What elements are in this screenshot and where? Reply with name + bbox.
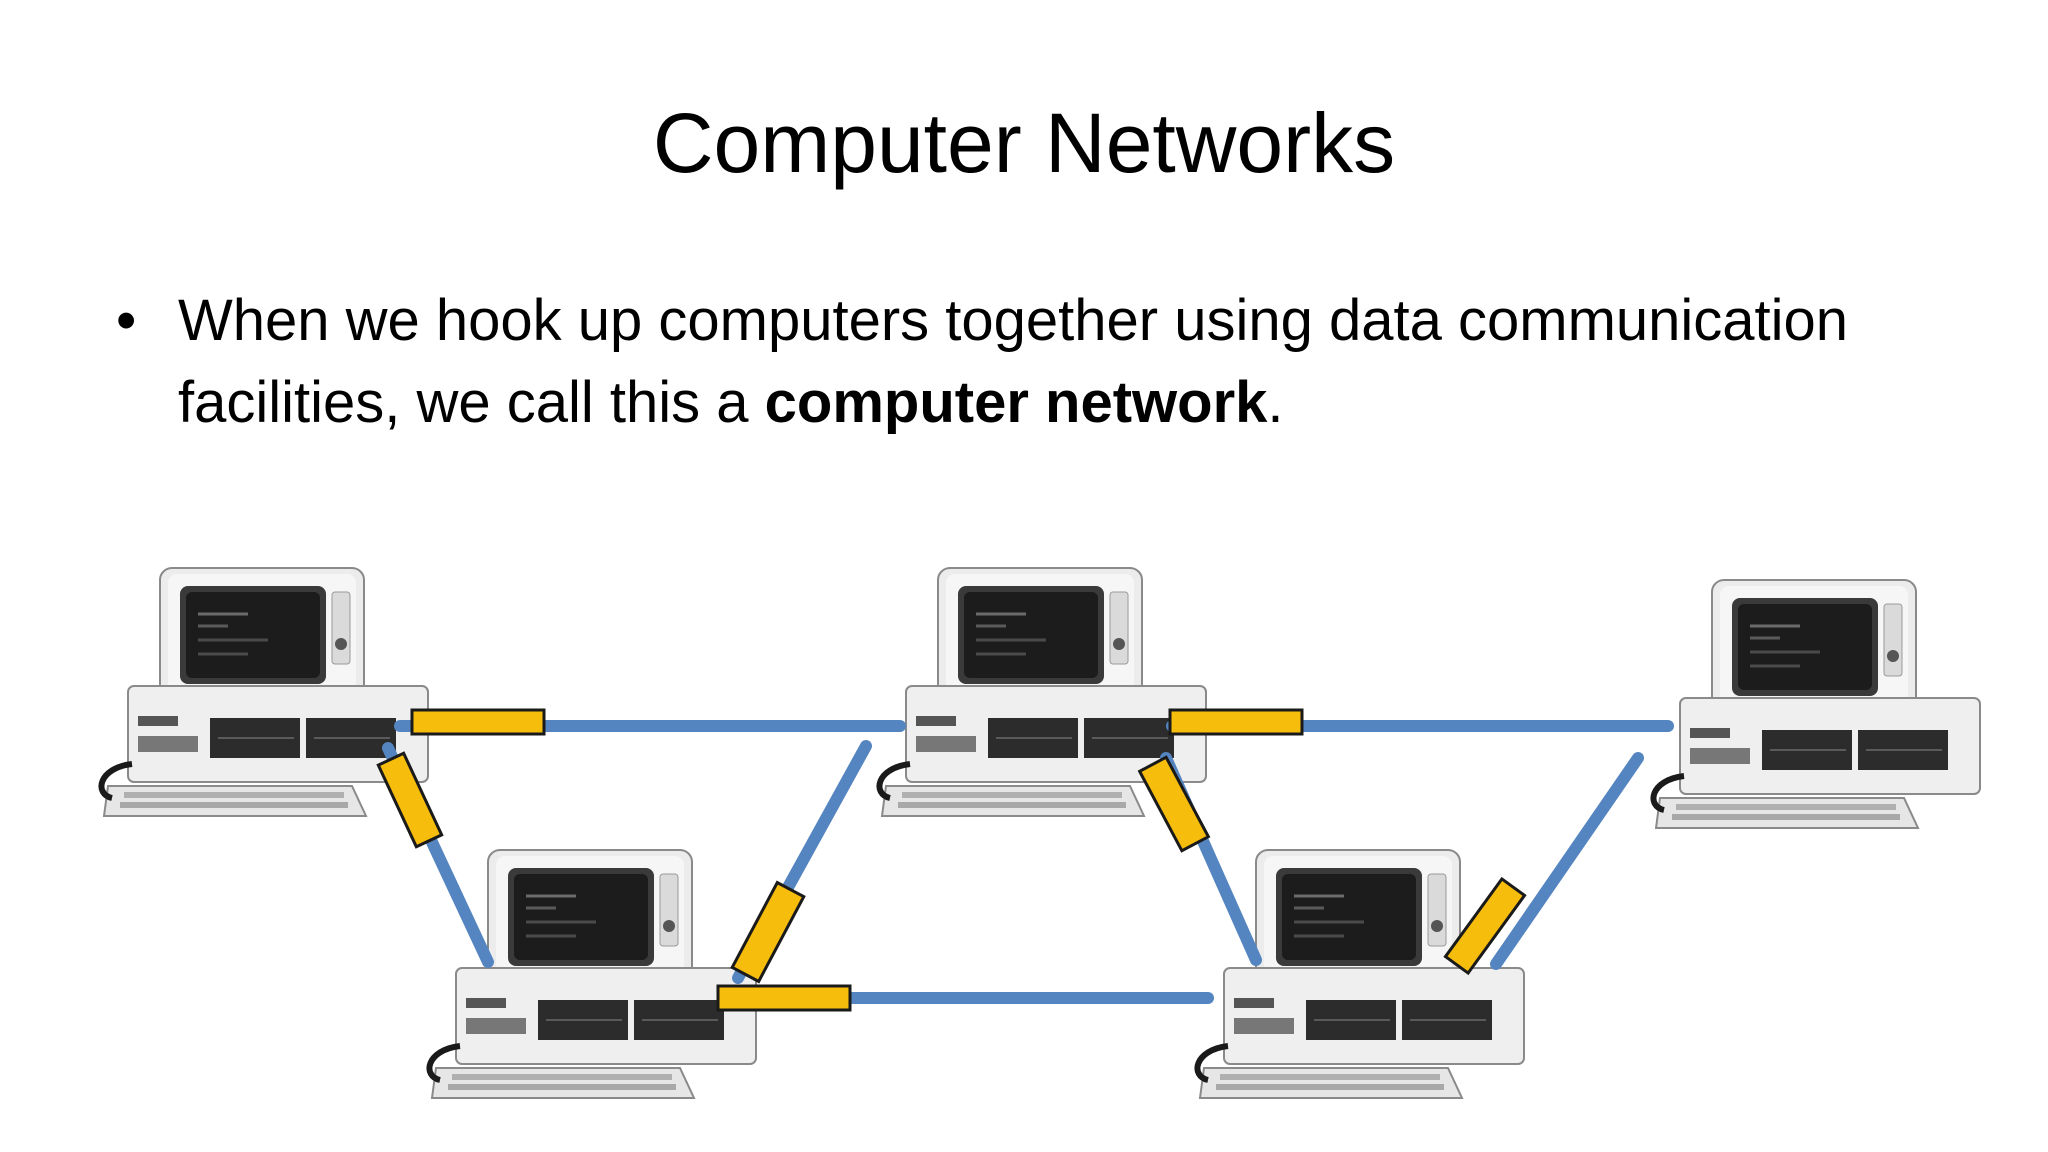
interface-box: [410, 708, 546, 736]
pc-top-right: [1653, 580, 1980, 828]
interface-box: [716, 984, 852, 1012]
interface-box: [1443, 876, 1527, 976]
slide-title: Computer Networks: [652, 96, 1396, 190]
bullet-text: When we hook up computers together using…: [178, 280, 1958, 444]
bullet-text-bold: computer network: [764, 370, 1268, 435]
interface-box: [1168, 708, 1304, 736]
bullet-marker: •: [116, 288, 137, 353]
interface-box: [376, 751, 444, 849]
pc-bottom-right: [1197, 850, 1524, 1098]
pc-top-left: [101, 568, 428, 816]
bullet-text-end: .: [1267, 370, 1284, 435]
interface-box: [1137, 755, 1211, 853]
network-interfaces: [376, 708, 1527, 1012]
interface-box: [730, 880, 806, 984]
link-bottomright-topright: [1490, 752, 1644, 970]
pc-bottom-left: [429, 850, 756, 1098]
bullet-text-plain: When we hook up computers together using…: [178, 288, 1849, 435]
